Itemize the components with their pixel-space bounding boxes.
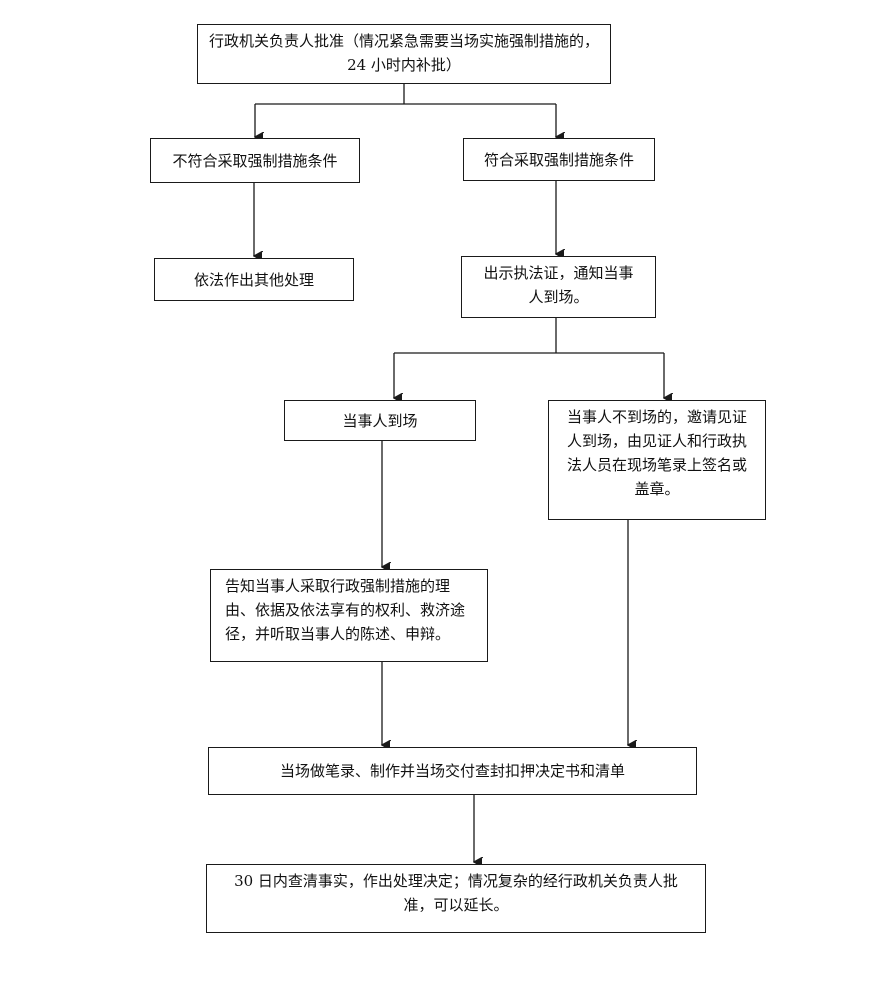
node-record-and-decision: 当场做笔录、制作并当场交付查封扣押决定书和清单 (208, 747, 697, 795)
node-approval: 行政机关负责人批准（情况紧急需要当场实施强制措施的，24 小时内补批） (197, 24, 611, 84)
node-not-meet-conditions: 不符合采取强制措施条件 (150, 138, 360, 183)
node-other-handling: 依法作出其他处理 (154, 258, 354, 301)
node-meet-conditions: 符合采取强制措施条件 (463, 138, 655, 181)
node-party-present: 当事人到场 (284, 400, 476, 441)
node-party-absent: 当事人不到场的，邀请见证人到场，由见证人和行政执法人员在现场笔录上签名或盖章。 (548, 400, 766, 520)
node-handling-decision: 30 日内查清事实，作出处理决定；情况复杂的经行政机关负责人批准，可以延长。 (206, 864, 706, 933)
node-show-certificate: 出示执法证，通知当事人到场。 (461, 256, 656, 318)
node-inform-rights: 告知当事人采取行政强制措施的理由、依据及依法享有的权利、救济途径，并听取当事人的… (210, 569, 488, 662)
